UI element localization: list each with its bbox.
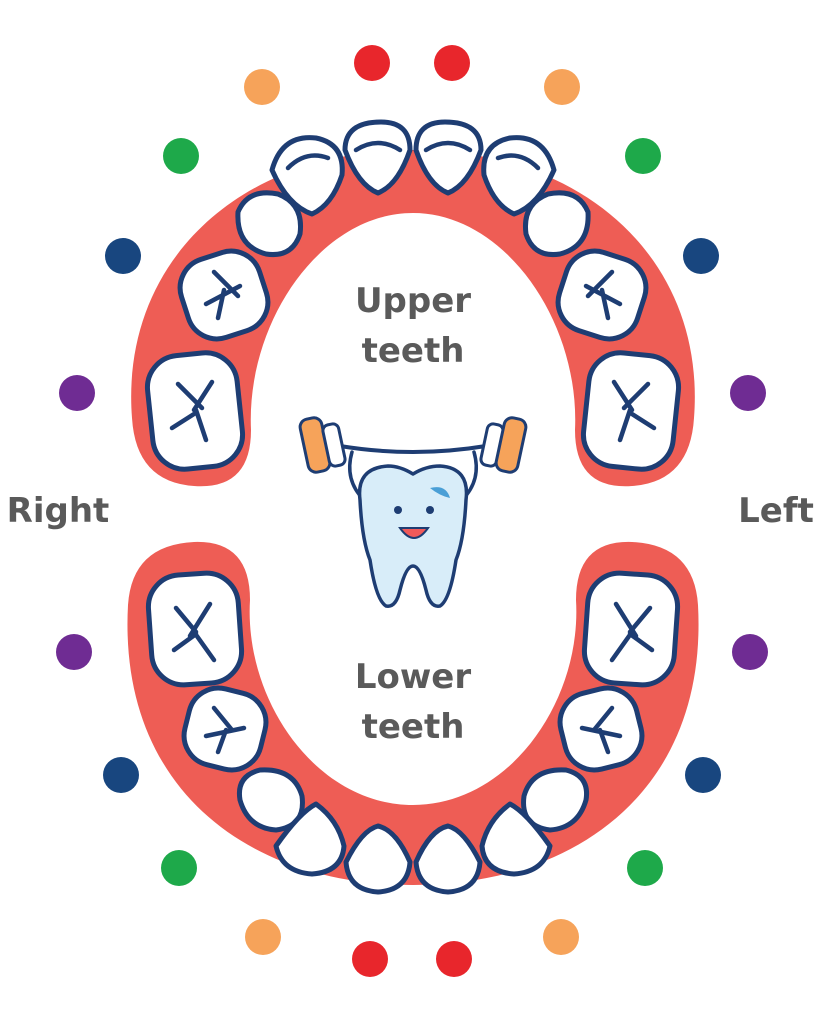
dot-red-lower-left (436, 941, 472, 977)
upper-left-lateral-incisor (481, 135, 557, 217)
dot-orange-lower-left (543, 919, 579, 955)
lower-teeth (145, 570, 681, 895)
lower-left-central-incisor (413, 823, 483, 895)
dot-purple-lower-right (56, 634, 92, 670)
lower-right-first-molar (181, 685, 269, 773)
barbell-right-plates (479, 416, 528, 474)
mascot-mouth (398, 527, 430, 539)
dot-green-lower-right (161, 850, 197, 886)
lower-teeth-label-line2: teeth (362, 707, 465, 747)
dot-purple-upper-right (59, 375, 95, 411)
lower-left-second-molar (581, 570, 681, 688)
dot-green-upper-left (625, 138, 661, 174)
dot-orange-upper-left (544, 69, 580, 105)
dot-navy-lower-left (685, 757, 721, 793)
mascot-left-eye (394, 506, 402, 514)
dot-orange-lower-right (245, 919, 281, 955)
dot-green-upper-right (163, 138, 199, 174)
lower-left-first-molar (557, 685, 645, 773)
right-color-dots (56, 45, 390, 977)
lower-left-lateral-incisor (479, 801, 553, 877)
upper-right-canine (235, 190, 304, 258)
dot-navy-upper-right (105, 238, 141, 274)
lower-left-canine (521, 767, 590, 833)
dot-purple-lower-left (732, 634, 768, 670)
left-side-label: Left (738, 491, 814, 531)
dot-red-upper-left (434, 45, 470, 81)
dot-red-lower-right (352, 941, 388, 977)
upper-right-second-molar (144, 350, 246, 472)
lower-right-canine (236, 767, 305, 833)
dot-orange-upper-right (244, 69, 280, 105)
barbell-bar (338, 444, 488, 454)
upper-left-canine (522, 190, 591, 258)
lower-right-lateral-incisor (273, 801, 347, 877)
lower-right-central-incisor (343, 823, 413, 895)
dot-red-upper-right (354, 45, 390, 81)
lower-teeth-label-line1: Lower (355, 657, 471, 697)
upper-left-first-molar (555, 248, 649, 342)
upper-right-first-molar (177, 248, 271, 342)
dot-navy-upper-left (683, 238, 719, 274)
right-side-label: Right (7, 491, 110, 531)
upper-right-central-incisor (342, 119, 413, 196)
tooth-mascot-lifting-barbell-icon (298, 416, 528, 608)
mascot-right-eye (426, 506, 434, 514)
dot-green-lower-left (627, 850, 663, 886)
upper-left-central-incisor (413, 119, 484, 196)
barbell-left-plates (298, 416, 347, 474)
mascot-tooth-shine (430, 487, 450, 498)
upper-teeth-label-line1: Upper (355, 281, 471, 321)
upper-teeth-label-line2: teeth (362, 331, 465, 371)
dot-navy-lower-right (103, 757, 139, 793)
upper-right-lateral-incisor (269, 135, 345, 217)
upper-teeth (144, 119, 682, 472)
upper-left-second-molar (580, 350, 682, 472)
dot-purple-upper-left (730, 375, 766, 411)
left-color-dots (434, 45, 768, 977)
lower-right-second-molar (145, 570, 245, 688)
